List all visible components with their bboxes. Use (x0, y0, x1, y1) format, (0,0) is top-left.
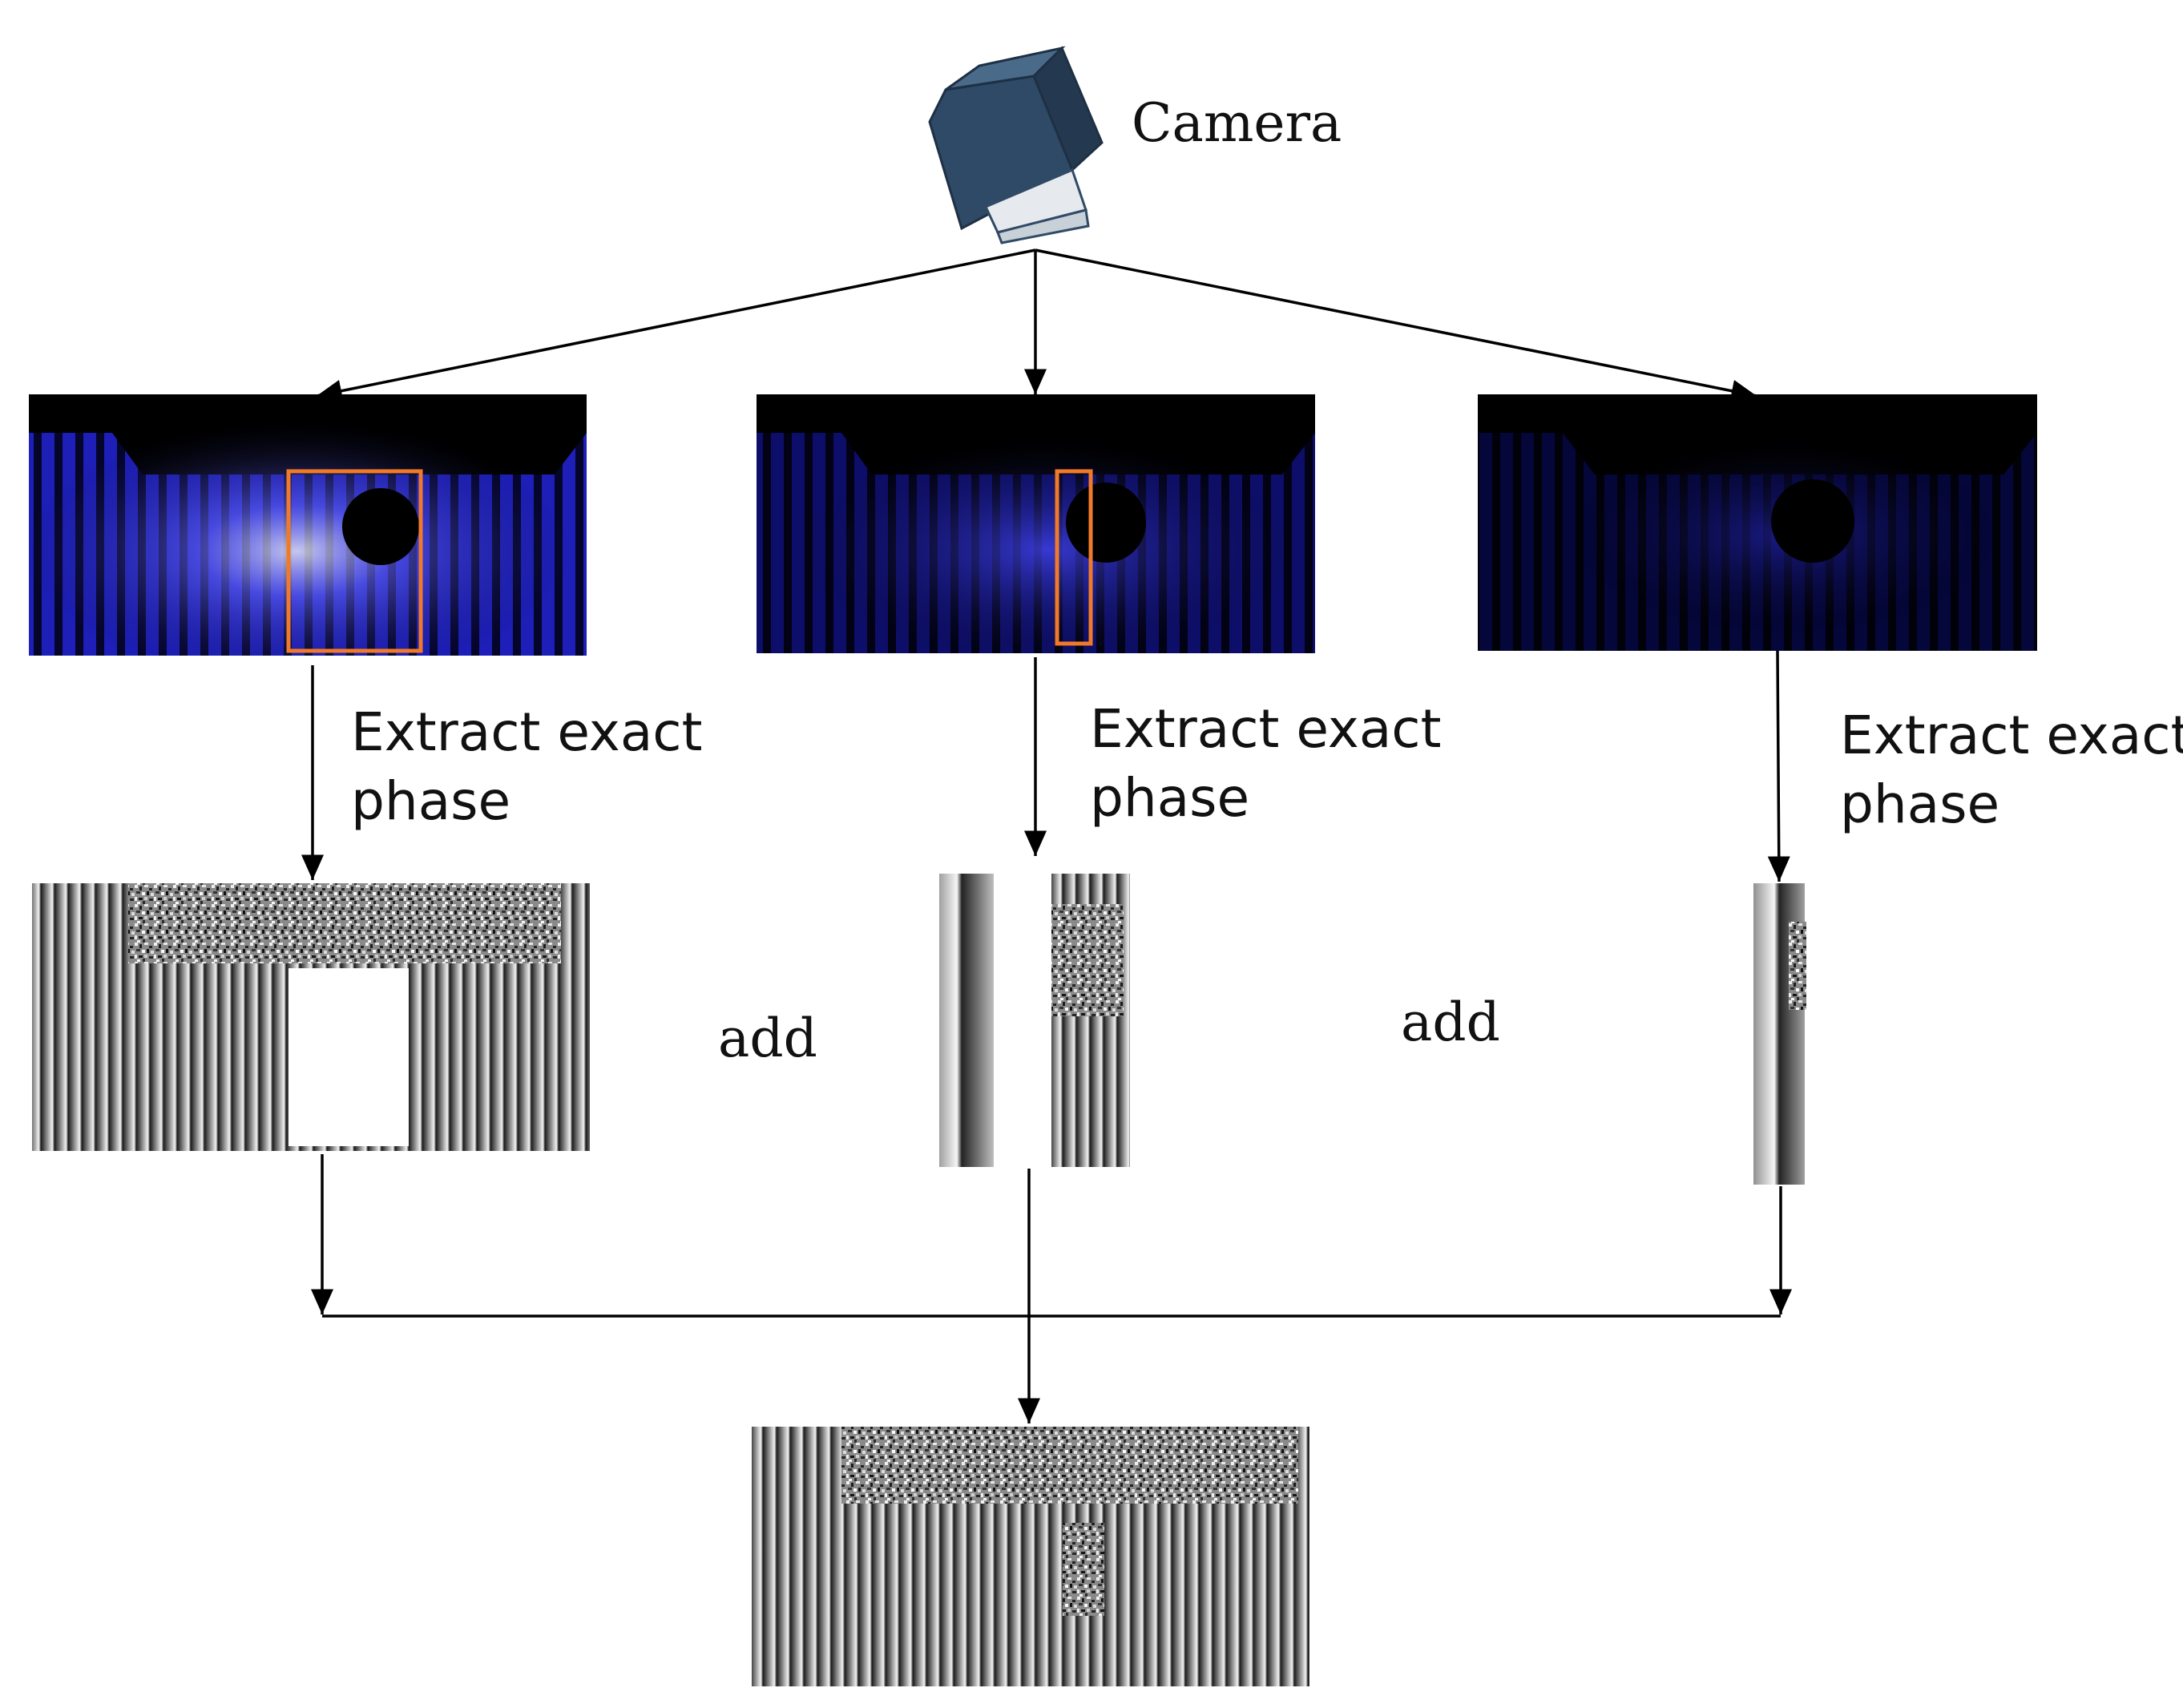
extract-label-line2: phase (351, 770, 510, 832)
add-label-left: add (718, 1007, 817, 1069)
merge-arrows (311, 1154, 1792, 1423)
extract-label-line2: phase (1840, 773, 1999, 835)
extract-label-line2: phase (1090, 767, 1249, 829)
camera-to-capture-arrows (316, 248, 1757, 402)
phase-map-medium-exposure (939, 874, 1130, 1167)
fringe-image-low-exposure (1478, 394, 2037, 651)
extract-label-middle: Extract exact phase (1090, 698, 1441, 829)
extract-label-left: Extract exact phase (351, 701, 702, 832)
camera-label: Camera (1132, 92, 1342, 154)
extract-arrows (301, 650, 1790, 882)
extract-label-line1: Extract exact (1840, 705, 2183, 766)
add-label-right: add (1401, 991, 1500, 1053)
extract-label-right: Extract exact phase (1840, 705, 2183, 835)
roi-box (1055, 469, 1093, 646)
camera-icon (928, 46, 1104, 244)
fringe-image-medium-exposure (757, 394, 1315, 653)
fringe-image-high-exposure (29, 394, 587, 656)
roi-box (286, 469, 423, 653)
phase-map-high-exposure (32, 883, 590, 1151)
phase-map-low-exposure (1753, 883, 1806, 1185)
fused-phase-map (752, 1427, 1309, 1686)
extract-label-line1: Extract exact (351, 701, 702, 763)
extract-label-line1: Extract exact (1090, 698, 1441, 760)
